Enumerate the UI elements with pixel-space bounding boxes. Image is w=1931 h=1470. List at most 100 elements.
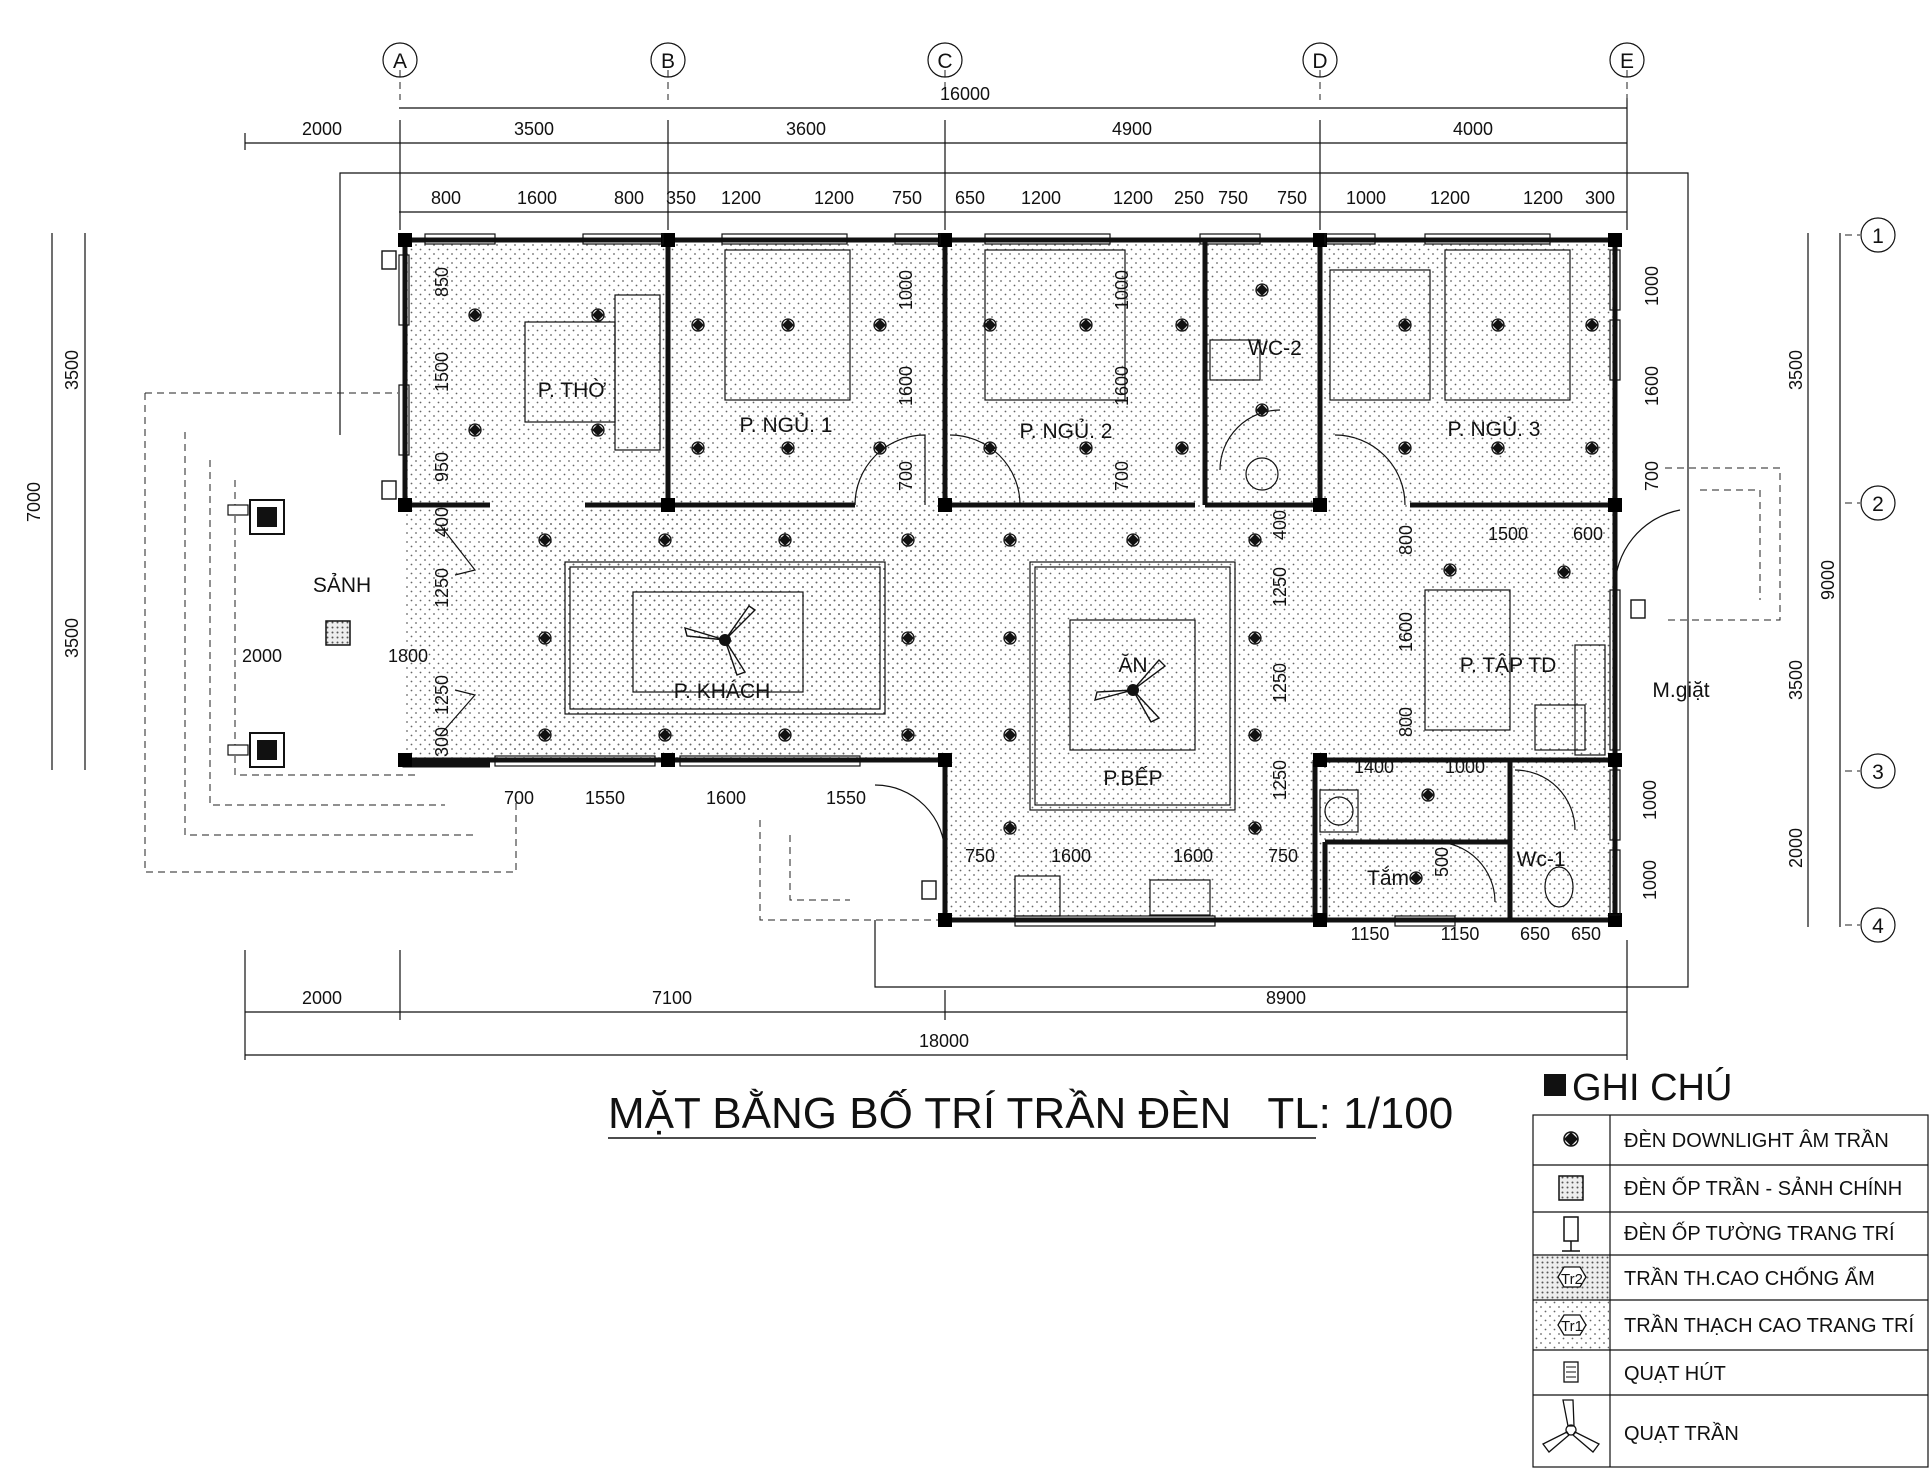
downlight-icon xyxy=(468,308,482,322)
furniture xyxy=(524,249,1606,917)
downlight-icon xyxy=(873,318,887,332)
dim-ngu1-2: 1600 xyxy=(896,366,916,406)
room-khach: P. KHÁCH xyxy=(674,680,770,703)
axis-label-b: B xyxy=(661,50,675,73)
dim-top-r2-5: 1200 xyxy=(721,188,761,208)
downlight-icon xyxy=(1563,1131,1579,1147)
dim-right-total: 9000 xyxy=(1818,560,1838,600)
dim-top-r2-15: 1200 xyxy=(1430,188,1470,208)
dim-top-r2-14: 1000 xyxy=(1346,188,1386,208)
tag-tr1-text: Tr1 xyxy=(1561,1318,1583,1335)
downlight-icon xyxy=(781,318,795,332)
room-ngu3: P. NGỦ. 3 xyxy=(1448,417,1541,441)
downlight-icon xyxy=(691,441,705,455)
dim-ngu3-1: 1000 xyxy=(1642,266,1662,306)
dim-tap-h2: 600 xyxy=(1573,524,1603,544)
downlight-icon xyxy=(538,728,552,742)
dim-khach-h3: 1600 xyxy=(706,788,746,808)
downlight-icon xyxy=(591,423,605,437)
drawing-title: MẶT BẰNG BỐ TRÍ TRẦN ĐÈN TL: 1/100 xyxy=(608,1087,1453,1138)
downlight-icon xyxy=(1248,533,1262,547)
dim-wc1-b4: 650 xyxy=(1571,924,1601,944)
dim-bep-h1: 750 xyxy=(965,846,995,866)
axis-label-1: 1 xyxy=(1872,225,1884,248)
ceiling-fan-icon xyxy=(1542,1399,1600,1453)
dim-top-total: 16000 xyxy=(940,84,990,104)
dim-bottom-1: 2000 xyxy=(302,988,342,1008)
wall-lamps xyxy=(227,250,1646,900)
downlight-icon xyxy=(538,631,552,645)
dims-bottom: 2000 7100 8900 18000 xyxy=(302,988,1306,1051)
dim-khach-h1: 700 xyxy=(504,788,534,808)
legend-label-ceiling-fan: QUẠT TRẦN xyxy=(1624,1422,1739,1445)
downlight-icon xyxy=(1421,788,1435,802)
downlight-icon xyxy=(873,441,887,455)
downlight-icon xyxy=(1443,563,1457,577)
dim-sanh-3: 1250 xyxy=(432,675,452,715)
dim-wc1-r2: 1000 xyxy=(1640,860,1660,900)
dim-top-r2-16: 1200 xyxy=(1523,188,1563,208)
axis-label-4: 4 xyxy=(1872,915,1884,938)
dims-left: 3500 3500 7000 xyxy=(24,350,82,658)
dimension-lines xyxy=(51,70,1860,1060)
dim-top-r2-13: 750 xyxy=(1277,188,1307,208)
downlights xyxy=(468,283,1599,885)
dim-tap-v3: 800 xyxy=(1396,707,1416,737)
downlight-icon xyxy=(658,728,672,742)
axis-label-2: 2 xyxy=(1872,493,1884,516)
downlight-icon xyxy=(983,318,997,332)
dim-sanh-h1: 2000 xyxy=(242,646,282,666)
room-wc2: WC-2 xyxy=(1248,337,1302,360)
downlight-icon xyxy=(1585,441,1599,455)
room-ngu2: P. NGỦ. 2 xyxy=(1020,419,1113,443)
downlight-icon xyxy=(1003,533,1017,547)
dim-tap-v1: 800 xyxy=(1396,525,1416,555)
dim-right-2: 3500 xyxy=(1786,660,1806,700)
dim-top-r2-2: 1600 xyxy=(517,188,557,208)
axis-label-d: D xyxy=(1312,50,1327,73)
downlight-icon xyxy=(1491,441,1505,455)
doors xyxy=(439,409,1681,903)
room-tam: Tắm xyxy=(1367,867,1409,890)
ceiling-fan-khach xyxy=(684,605,757,676)
dim-bep-v2: 1250 xyxy=(1270,567,1290,607)
dim-left-2: 3500 xyxy=(62,618,82,658)
dim-top-r2-10: 1200 xyxy=(1113,188,1153,208)
dim-top-r2-3: 800 xyxy=(614,188,644,208)
downlight-icon xyxy=(1585,318,1599,332)
room-wc1: Wc-1 xyxy=(1517,848,1566,871)
downlight-icon xyxy=(1398,318,1412,332)
downlight-icon xyxy=(1079,318,1093,332)
dim-left-1: 3500 xyxy=(62,350,82,390)
legend-label-downlight: ĐÈN DOWNLIGHT ÂM TRẦN xyxy=(1624,1129,1889,1152)
dim-tho-1: 850 xyxy=(432,267,452,297)
axis-label-c: C xyxy=(937,50,952,73)
downlight-icon xyxy=(901,533,915,547)
dim-top-r2-9: 1200 xyxy=(1021,188,1061,208)
dim-ngu3-2: 1600 xyxy=(1642,366,1662,406)
exhaust-fan-icon xyxy=(1563,1361,1579,1383)
tag-tr1-icon: Tr1 xyxy=(1534,1301,1609,1349)
dim-wc1-h1: 1400 xyxy=(1354,757,1394,777)
downlight-icon xyxy=(1255,403,1269,417)
room-an: ĂN xyxy=(1118,654,1147,677)
columns xyxy=(398,233,1622,927)
dims-inner: 850 1500 950 1000 1600 700 1000 1600 700… xyxy=(242,266,1662,944)
dim-top-r2-4: 350 xyxy=(666,188,696,208)
downlight-icon xyxy=(1175,318,1189,332)
room-mgiat: M.giặt xyxy=(1652,679,1709,702)
downlight-icon xyxy=(1175,441,1189,455)
dim-right-1: 3500 xyxy=(1786,350,1806,390)
dim-wc1-r1: 1000 xyxy=(1640,780,1660,820)
drawing-title-group: MẶT BẰNG BỐ TRÍ TRẦN ĐÈN TL: 1/100 xyxy=(608,1087,1453,1139)
dim-wc1-b1: 1150 xyxy=(1351,924,1390,944)
room-tho: P. THỜ xyxy=(538,379,607,402)
dim-bep-v3: 1250 xyxy=(1270,663,1290,703)
dim-bep-h3: 1600 xyxy=(1173,846,1213,866)
dim-top-4: 4900 xyxy=(1112,119,1152,139)
dim-ngu2-2: 1600 xyxy=(1112,366,1132,406)
dim-khach-h4: 1550 xyxy=(826,788,866,808)
downlight-icon xyxy=(1491,318,1505,332)
legend-label-wall-lamp: ĐÈN ỐP TƯỜNG TRANG TRÍ xyxy=(1624,1221,1895,1245)
